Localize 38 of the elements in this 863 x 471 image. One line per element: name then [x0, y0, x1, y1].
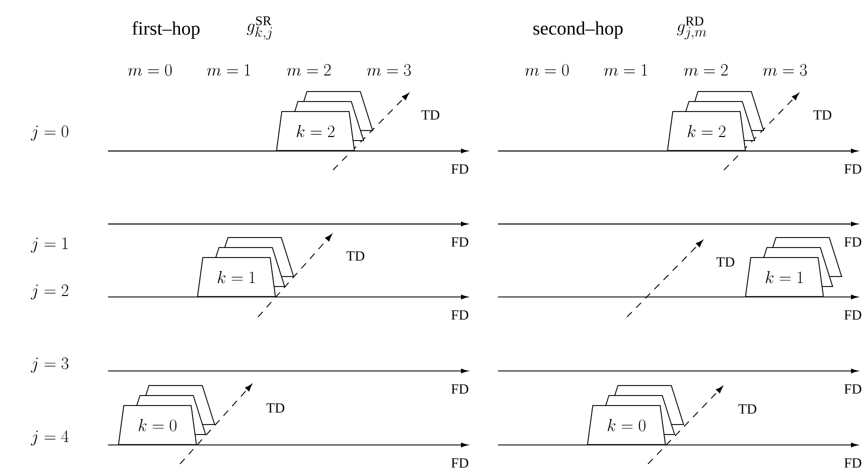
axis-label: TD [266, 403, 284, 413]
trapezoid-stack: $k=0$ [587, 385, 684, 445]
channel-symbol: $g^{\mathrm{SR}}_{k,j}$ [246, 16, 272, 40]
row-label: $j=3$ [30, 358, 68, 372]
panel-title: first–hop [132, 21, 200, 39]
column-label: $m=0$ [525, 64, 569, 76]
axis-label: TD [421, 110, 440, 120]
row-label: $j=1$ [30, 238, 68, 252]
column-label: $m=0$ [128, 64, 172, 76]
axis-label: FD [451, 310, 468, 320]
trapezoid-stack: $k=2$ [667, 91, 764, 151]
axis-label: FD [451, 458, 468, 468]
axis-label: FD [844, 384, 862, 394]
axis-label: FD [844, 164, 862, 174]
trapezoid-stack: $k=1$ [197, 237, 294, 297]
axis-label: FD [451, 164, 468, 174]
axis-label: TD [813, 110, 832, 120]
column-label: $m=3$ [763, 64, 807, 76]
column-label: $m=1$ [604, 64, 648, 76]
row-label: $j=4$ [30, 430, 69, 446]
row-label: $j=2$ [30, 284, 68, 300]
column-label: $m=3$ [367, 64, 411, 76]
axis-label: FD [844, 310, 862, 320]
column-label: $m=2$ [684, 64, 728, 76]
panel-title: second–hop [533, 21, 623, 39]
channel-symbol: $g^{\mathrm{RD}}_{j,m}$ [676, 16, 706, 40]
column-label: $m=1$ [207, 64, 250, 76]
axis-label: TD [716, 257, 734, 267]
axis-label: FD [451, 384, 468, 394]
axis-label: FD [451, 237, 468, 247]
trapezoid-stack: $k=2$ [276, 91, 374, 151]
trapezoid-stack: $k=1$ [745, 237, 842, 297]
axis-label: TD [738, 404, 756, 414]
axis-label: FD [844, 458, 862, 468]
trapezoid-stack: $k=0$ [118, 385, 216, 445]
column-label: $m=2$ [287, 64, 331, 76]
axis-label: TD [346, 251, 364, 261]
row-label: $j=0$ [30, 126, 68, 140]
